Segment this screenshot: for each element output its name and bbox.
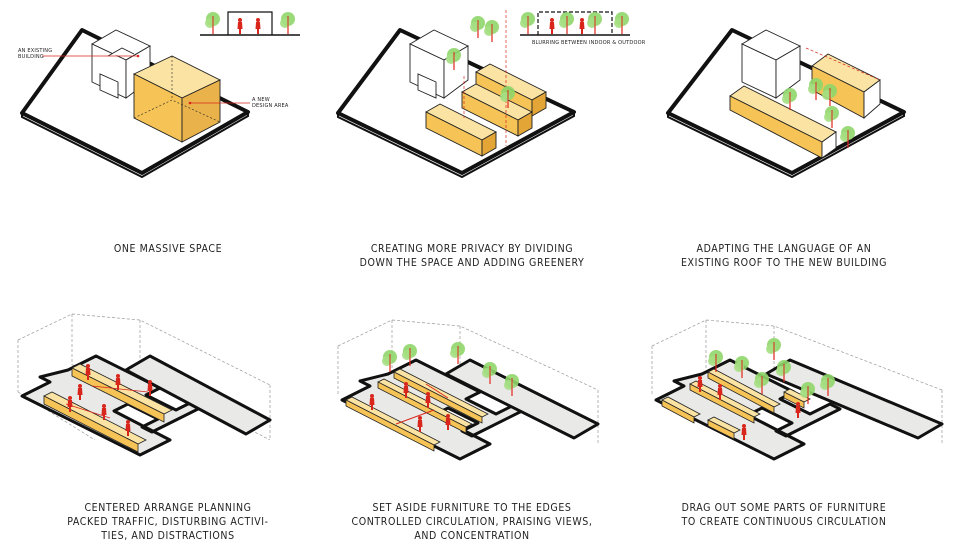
caption-line: SET ASIDE FURNITURE TO THE EDGES: [372, 502, 572, 514]
caption-line: ADAPTING THE LANGUAGE OF AN: [696, 243, 872, 255]
caption-panel-2: CREATING MORE PRIVACY BY DIVIDING DOWN T…: [322, 242, 622, 270]
caption-line: CREATING MORE PRIVACY BY DIVIDING: [370, 243, 574, 255]
panel-1-diagram: AN EXISTING BUILDING A NEW DESIGN AREA: [18, 11, 300, 179]
existing-building: [91, 29, 151, 99]
caption-panel-1: ONE MASSIVE SPACE: [18, 242, 318, 256]
caption-panel-5: SET ASIDE FURNITURE TO THE EDGES CONTROL…: [322, 501, 622, 543]
caption-panel-3: ADAPTING THE LANGUAGE OF AN EXISTING ROO…: [634, 242, 934, 270]
section-icon-1: [200, 11, 300, 36]
caption-line: TIES, AND DISTRACTIONS: [101, 530, 235, 542]
panel-6-diagram: [651, 319, 944, 461]
label-new-2: DESIGN AREA: [252, 103, 289, 109]
existing-building: [409, 29, 469, 99]
caption-line: CONTROLLED CIRCULATION, PRAISING VIEWS,: [351, 516, 593, 528]
caption-line: EXISTING ROOF TO THE NEW BUILDING: [680, 257, 888, 269]
roof-volumes: [729, 53, 881, 159]
caption-line: DRAG OUT SOME PARTS OF FURNITURE: [681, 502, 887, 514]
caption-panel-6: DRAG OUT SOME PARTS OF FURNITURE TO CREA…: [634, 501, 934, 529]
label-new-1: A NEW: [252, 97, 270, 103]
caption-line: CENTERED ARRANGE PLANNING: [84, 502, 252, 514]
panel-2-diagram: BLURRING BETWEEN INDOOR & OUTDOOR: [336, 10, 646, 179]
caption-line: AND CONCENTRATION: [414, 530, 530, 542]
caption-line: ONE MASSIVE SPACE: [113, 243, 223, 255]
panel-3-diagram: [666, 28, 906, 179]
new-design-area-volume: [132, 55, 222, 143]
caption-line: TO CREATE CONTINUOUS CIRCULATION: [681, 516, 887, 528]
label-existing-1: AN EXISTING: [18, 48, 52, 54]
panel-5-diagram: [337, 319, 600, 461]
panel-4-diagram: [17, 313, 272, 457]
existing-building: [741, 29, 801, 99]
label-existing-2: BUILDING: [18, 54, 44, 60]
caption-line: DOWN THE SPACE AND ADDING GREENERY: [359, 257, 585, 269]
label-blurring: BLURRING BETWEEN INDOOR & OUTDOOR: [532, 40, 646, 46]
caption-line: PACKED TRAFFIC, DISTURBING ACTIVI-: [67, 516, 269, 528]
caption-panel-4: CENTERED ARRANGE PLANNING PACKED TRAFFIC…: [18, 501, 318, 543]
section-icon-2: [519, 11, 630, 36]
